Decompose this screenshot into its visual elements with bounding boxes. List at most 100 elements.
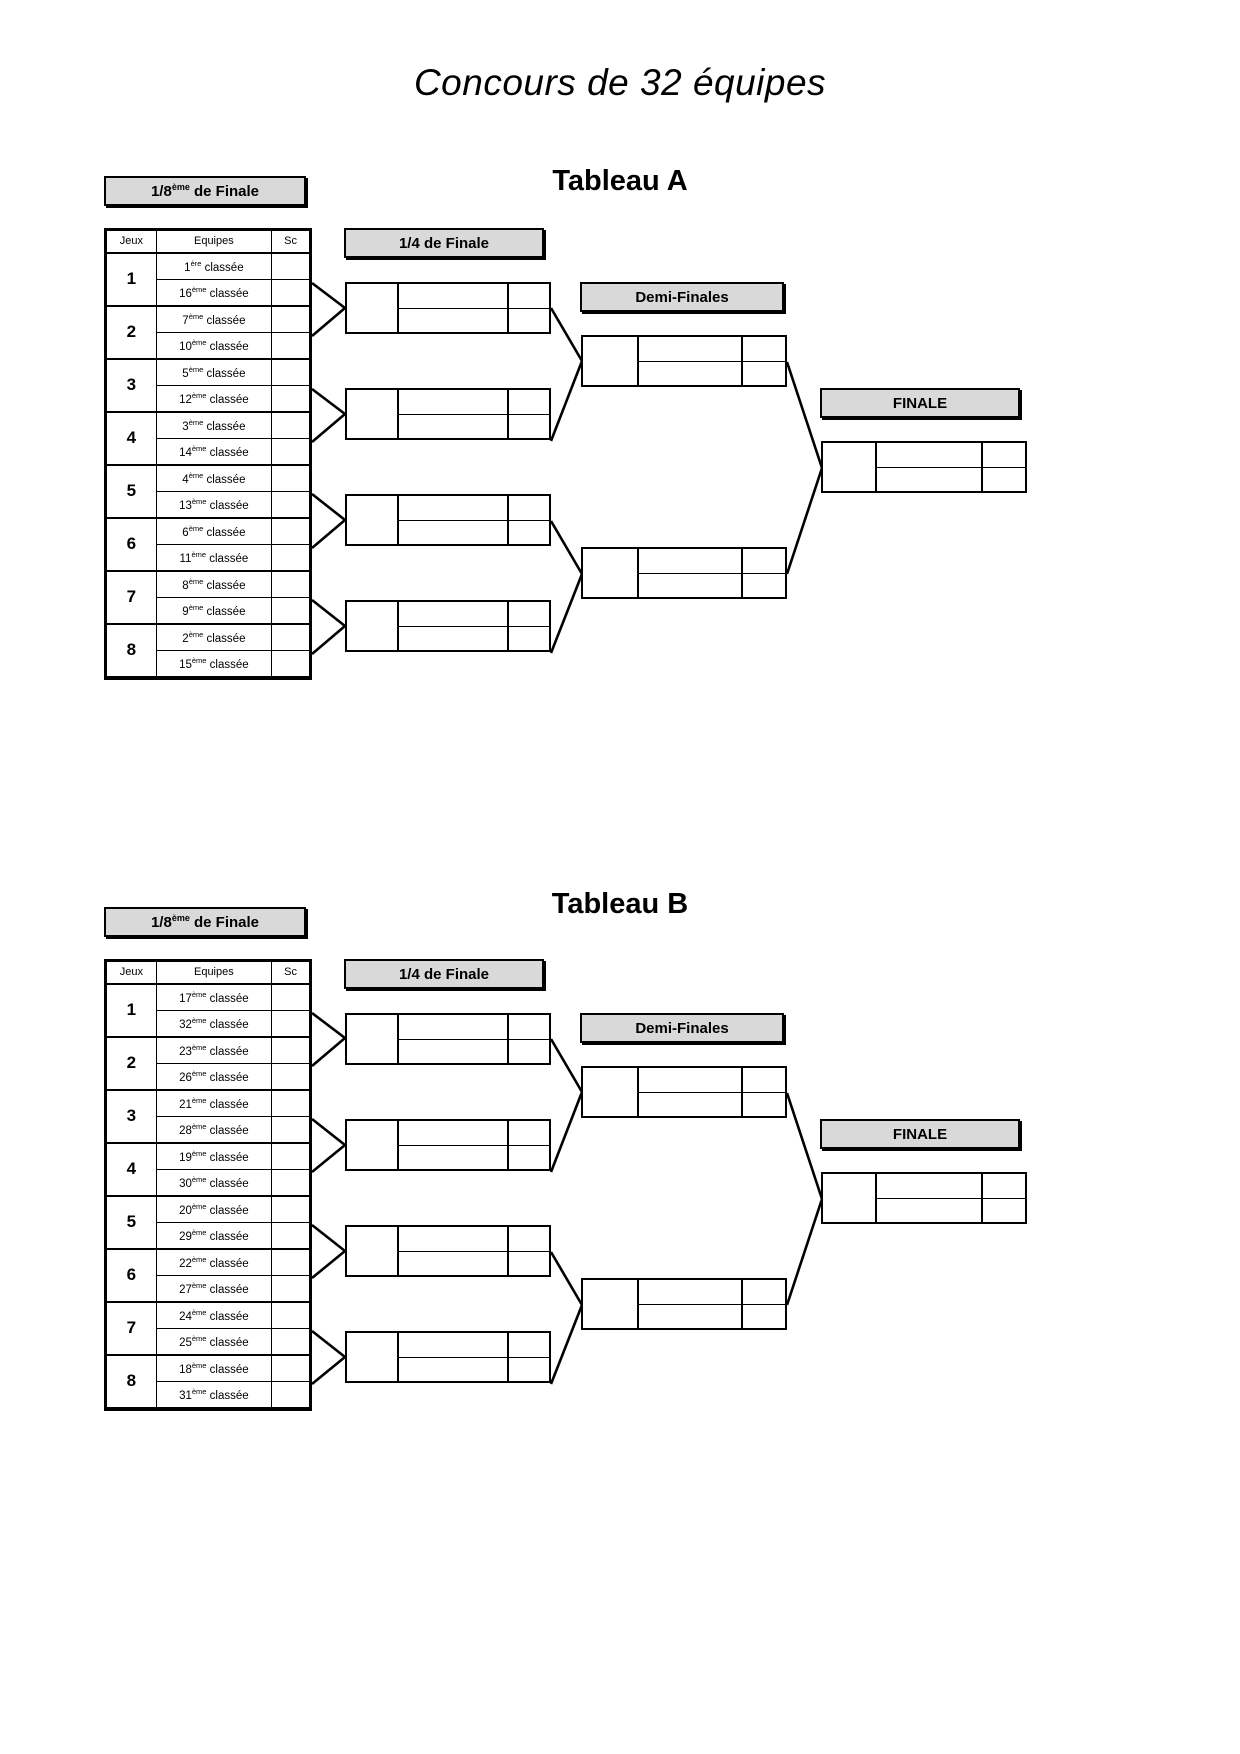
score-cell[interactable] (271, 1009, 310, 1038)
final-score-cells[interactable] (981, 443, 1025, 491)
tableau-b-sf-match-1[interactable] (581, 1066, 787, 1118)
tableau-a-qf-match-4[interactable] (345, 600, 551, 652)
final-team-slot-bottom[interactable] (877, 468, 981, 492)
score-cell[interactable] (271, 1247, 310, 1276)
tableau-b-qf-match-1[interactable] (345, 1013, 551, 1065)
tableau-a-sf-match-2[interactable] (581, 547, 787, 599)
qf-team-slot-bottom[interactable] (399, 1358, 507, 1382)
score-cell[interactable] (271, 543, 310, 572)
score-cell[interactable] (271, 1221, 310, 1250)
score-cell[interactable] (271, 1194, 310, 1223)
qf-team-slot-bottom[interactable] (399, 1040, 507, 1064)
qf-team-slots[interactable] (399, 284, 507, 332)
sf-team-slot-bottom[interactable] (639, 574, 741, 598)
final-score-bottom[interactable] (983, 1199, 1025, 1223)
qf-score-top[interactable] (509, 284, 549, 309)
qf-score-top[interactable] (509, 602, 549, 627)
qf-team-slot-top[interactable] (399, 390, 507, 415)
sf-team-slot-top[interactable] (639, 549, 741, 574)
score-cell[interactable] (271, 1353, 310, 1382)
qf-score-top[interactable] (509, 390, 549, 415)
score-cell[interactable] (271, 1168, 310, 1197)
score-cell[interactable] (271, 357, 310, 386)
sf-score-cells[interactable] (741, 1068, 785, 1116)
sf-score-top[interactable] (743, 549, 785, 574)
qf-team-slots[interactable] (399, 602, 507, 650)
sf-team-slot-bottom[interactable] (639, 1305, 741, 1329)
final-team-slots[interactable] (877, 1174, 981, 1222)
qf-score-top[interactable] (509, 1015, 549, 1040)
qf-score-bottom[interactable] (509, 1146, 549, 1170)
final-score-bottom[interactable] (983, 468, 1025, 492)
qf-score-bottom[interactable] (509, 1358, 549, 1382)
qf-team-slot-top[interactable] (399, 1227, 507, 1252)
qf-team-slot-bottom[interactable] (399, 415, 507, 439)
qf-score-cells[interactable] (507, 1227, 549, 1275)
qf-score-cells[interactable] (507, 1333, 549, 1381)
tableau-a-sf-match-1[interactable] (581, 335, 787, 387)
qf-team-slot-bottom[interactable] (399, 309, 507, 333)
score-cell[interactable] (271, 596, 310, 625)
sf-team-slots[interactable] (639, 549, 741, 597)
qf-team-slot-bottom[interactable] (399, 627, 507, 651)
qf-score-cells[interactable] (507, 602, 549, 650)
score-cell[interactable] (271, 1035, 310, 1064)
qf-team-slot-bottom[interactable] (399, 1146, 507, 1170)
qf-score-bottom[interactable] (509, 1252, 549, 1276)
qf-team-slots[interactable] (399, 390, 507, 438)
qf-score-bottom[interactable] (509, 1040, 549, 1064)
sf-score-top[interactable] (743, 337, 785, 362)
score-cell[interactable] (271, 304, 310, 333)
score-cell[interactable] (271, 1062, 310, 1091)
sf-team-slot-top[interactable] (639, 1068, 741, 1093)
qf-team-slot-top[interactable] (399, 1333, 507, 1358)
final-team-slots[interactable] (877, 443, 981, 491)
qf-score-cells[interactable] (507, 1015, 549, 1063)
score-cell[interactable] (271, 410, 310, 439)
qf-team-slot-top[interactable] (399, 1015, 507, 1040)
qf-score-bottom[interactable] (509, 627, 549, 651)
sf-team-slots[interactable] (639, 1068, 741, 1116)
score-cell[interactable] (271, 982, 310, 1011)
tableau-b-final-match[interactable] (821, 1172, 1027, 1224)
sf-score-bottom[interactable] (743, 1305, 785, 1329)
sf-team-slot-top[interactable] (639, 337, 741, 362)
score-cell[interactable] (271, 331, 310, 360)
qf-team-slots[interactable] (399, 1121, 507, 1169)
qf-team-slot-bottom[interactable] (399, 521, 507, 545)
sf-team-slots[interactable] (639, 1280, 741, 1328)
qf-team-slot-top[interactable] (399, 496, 507, 521)
score-cell[interactable] (271, 1380, 310, 1409)
qf-score-bottom[interactable] (509, 521, 549, 545)
tableau-b-qf-match-3[interactable] (345, 1225, 551, 1277)
sf-score-bottom[interactable] (743, 574, 785, 598)
qf-score-cells[interactable] (507, 496, 549, 544)
sf-score-bottom[interactable] (743, 362, 785, 386)
score-cell[interactable] (271, 1141, 310, 1170)
sf-team-slot-bottom[interactable] (639, 362, 741, 386)
score-cell[interactable] (271, 1300, 310, 1329)
score-cell[interactable] (271, 251, 310, 280)
tableau-a-qf-match-2[interactable] (345, 388, 551, 440)
tableau-a-qf-match-1[interactable] (345, 282, 551, 334)
tableau-b-sf-match-2[interactable] (581, 1278, 787, 1330)
sf-team-slot-top[interactable] (639, 1280, 741, 1305)
final-score-top[interactable] (983, 1174, 1025, 1199)
tableau-b-qf-match-4[interactable] (345, 1331, 551, 1383)
final-team-slot-top[interactable] (877, 1174, 981, 1199)
sf-score-top[interactable] (743, 1068, 785, 1093)
score-cell[interactable] (271, 649, 310, 678)
qf-team-slot-bottom[interactable] (399, 1252, 507, 1276)
score-cell[interactable] (271, 1274, 310, 1303)
final-score-top[interactable] (983, 443, 1025, 468)
score-cell[interactable] (271, 278, 310, 307)
qf-score-cells[interactable] (507, 284, 549, 332)
qf-team-slots[interactable] (399, 496, 507, 544)
qf-score-top[interactable] (509, 1333, 549, 1358)
score-cell[interactable] (271, 1115, 310, 1144)
qf-team-slots[interactable] (399, 1015, 507, 1063)
score-cell[interactable] (271, 622, 310, 651)
score-cell[interactable] (271, 463, 310, 492)
qf-score-bottom[interactable] (509, 415, 549, 439)
qf-score-bottom[interactable] (509, 309, 549, 333)
